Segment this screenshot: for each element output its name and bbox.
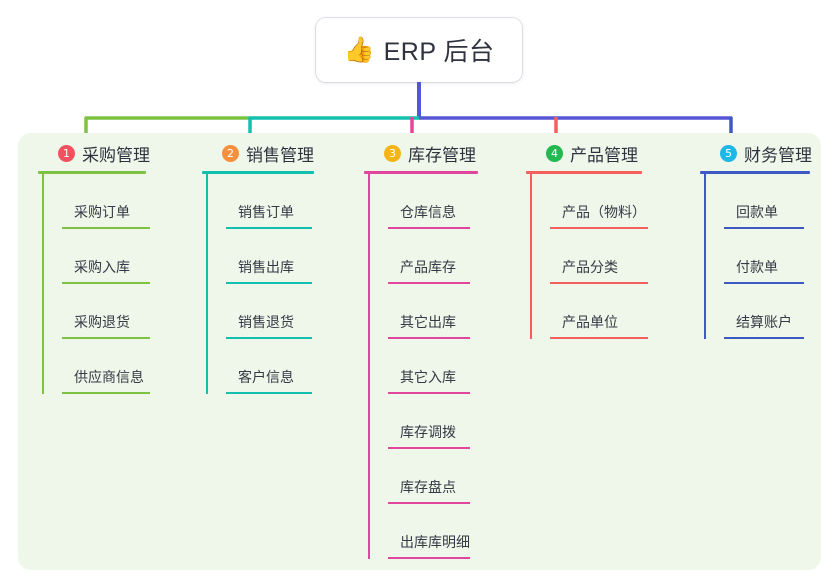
column-badge-icon-2: 2	[222, 144, 239, 162]
column-header-3[interactable]: 3 库存管理	[364, 140, 478, 166]
column-badge-icon-5: 5	[720, 144, 737, 162]
menu-item[interactable]: 采购退货	[62, 284, 150, 339]
menu-item[interactable]: 供应商信息	[62, 339, 150, 394]
column-items-4: 产品（物料） 产品分类产品单位	[530, 174, 648, 339]
column-4: 4 产品管理产品（物料） 产品分类产品单位	[526, 140, 648, 339]
menu-item[interactable]: 采购订单	[62, 174, 150, 229]
menu-item[interactable]: 出库库明细	[388, 504, 478, 559]
menu-item[interactable]: 其它出库	[388, 284, 478, 339]
menu-item[interactable]: 客户信息	[226, 339, 314, 394]
menu-item[interactable]: 产品库存	[388, 229, 478, 284]
menu-item-label: 出库库明细	[400, 534, 470, 550]
column-underline-3	[364, 171, 478, 174]
menu-item[interactable]: 结算账户	[724, 284, 812, 339]
column-title-4: 产品管理	[570, 145, 638, 165]
column-5: 5 财务管理回款单付款单结算账户	[700, 140, 812, 339]
column-items-2: 销售订单销售出库销售退货客户信息	[206, 174, 314, 394]
menu-item[interactable]: 库存盘点	[388, 449, 478, 504]
menu-item-underline	[388, 282, 470, 284]
root-node-card[interactable]: 👍 ERP 后台	[316, 18, 522, 82]
column-title-2: 销售管理	[246, 145, 314, 165]
column-title-3: 库存管理	[408, 145, 476, 165]
menu-item-underline	[550, 227, 648, 229]
menu-item-underline	[62, 392, 150, 394]
diagram-panel	[18, 133, 821, 570]
menu-item-underline	[226, 337, 312, 339]
column-underline-2	[202, 171, 314, 174]
menu-item-underline	[724, 337, 804, 339]
menu-item-underline	[550, 282, 648, 284]
menu-item-label: 仓库信息	[400, 204, 456, 220]
menu-item-underline	[226, 227, 312, 229]
menu-item-label: 产品分类	[562, 259, 618, 275]
menu-item-label: 回款单	[736, 204, 778, 220]
menu-item-label: 销售退货	[238, 314, 294, 330]
menu-item-label: 销售出库	[238, 259, 294, 275]
column-items-5: 回款单付款单结算账户	[704, 174, 812, 339]
root-node-title: ERP 后台	[383, 38, 495, 66]
menu-item-label: 付款单	[736, 259, 778, 275]
menu-item-label: 采购退货	[74, 314, 130, 330]
menu-item-underline	[62, 337, 150, 339]
menu-item-underline	[62, 282, 150, 284]
menu-item[interactable]: 销售订单	[226, 174, 314, 229]
menu-item-label: 产品库存	[400, 259, 456, 275]
menu-item-underline	[226, 282, 312, 284]
menu-item[interactable]: 其它入库	[388, 339, 478, 394]
menu-item-label: 供应商信息	[74, 369, 144, 385]
menu-item[interactable]: 库存调拨	[388, 394, 478, 449]
menu-item[interactable]: 产品（物料）	[550, 174, 648, 229]
menu-item-underline	[724, 282, 804, 284]
column-badge-icon-1: 1	[58, 144, 75, 162]
menu-item-label: 库存调拨	[400, 424, 456, 440]
menu-item-label: 销售订单	[238, 204, 294, 220]
thumbs-up-icon: 👍	[343, 35, 375, 64]
column-underline-4	[526, 171, 642, 174]
column-items-1: 采购订单采购入库采购退货供应商信息	[42, 174, 150, 394]
menu-item[interactable]: 付款单	[724, 229, 812, 284]
menu-item[interactable]: 回款单	[724, 174, 812, 229]
menu-item-underline	[62, 227, 150, 229]
menu-item-label: 产品单位	[562, 314, 618, 330]
column-header-5[interactable]: 5 财务管理	[700, 140, 812, 166]
menu-item-label: 库存盘点	[400, 479, 456, 495]
menu-item[interactable]: 产品单位	[550, 284, 648, 339]
menu-item-label: 采购入库	[74, 259, 130, 275]
menu-item-underline	[388, 557, 470, 559]
menu-item-underline	[388, 337, 470, 339]
menu-item-label: 客户信息	[238, 369, 294, 385]
column-items-3: 仓库信息产品库存其它出库其它入库库存调拨库存盘点出库库明细	[368, 174, 478, 559]
menu-item-label: 其它入库	[400, 369, 456, 385]
column-header-1[interactable]: 1 采购管理	[38, 140, 150, 166]
menu-item[interactable]: 采购入库	[62, 229, 150, 284]
menu-item[interactable]: 销售出库	[226, 229, 314, 284]
column-1: 1 采购管理采购订单采购入库采购退货供应商信息	[38, 140, 150, 394]
menu-item-label: 采购订单	[74, 204, 130, 220]
menu-item-underline	[388, 392, 470, 394]
column-title-1: 采购管理	[82, 145, 150, 165]
column-badge-icon-4: 4	[546, 144, 563, 162]
menu-item[interactable]: 仓库信息	[388, 174, 478, 229]
column-header-4[interactable]: 4 产品管理	[526, 140, 642, 166]
column-3: 3 库存管理仓库信息产品库存其它出库其它入库库存调拨库存盘点出库库明细	[364, 140, 478, 559]
menu-item-underline	[388, 502, 470, 504]
menu-item[interactable]: 产品分类	[550, 229, 648, 284]
menu-item-underline	[724, 227, 804, 229]
menu-item[interactable]: 销售退货	[226, 284, 314, 339]
column-underline-5	[700, 171, 810, 174]
menu-item-label: 产品（物料）	[562, 204, 646, 220]
column-title-5: 财务管理	[744, 145, 812, 165]
menu-item-underline	[388, 447, 470, 449]
menu-item-underline	[550, 337, 648, 339]
menu-item-label: 其它出库	[400, 314, 456, 330]
menu-item-underline	[388, 227, 470, 229]
column-header-2[interactable]: 2 销售管理	[202, 140, 314, 166]
column-2: 2 销售管理销售订单销售出库销售退货客户信息	[202, 140, 314, 394]
column-underline-1	[38, 171, 146, 174]
column-badge-icon-3: 3	[384, 144, 401, 162]
menu-item-label: 结算账户	[736, 314, 792, 330]
menu-item-underline	[226, 392, 312, 394]
